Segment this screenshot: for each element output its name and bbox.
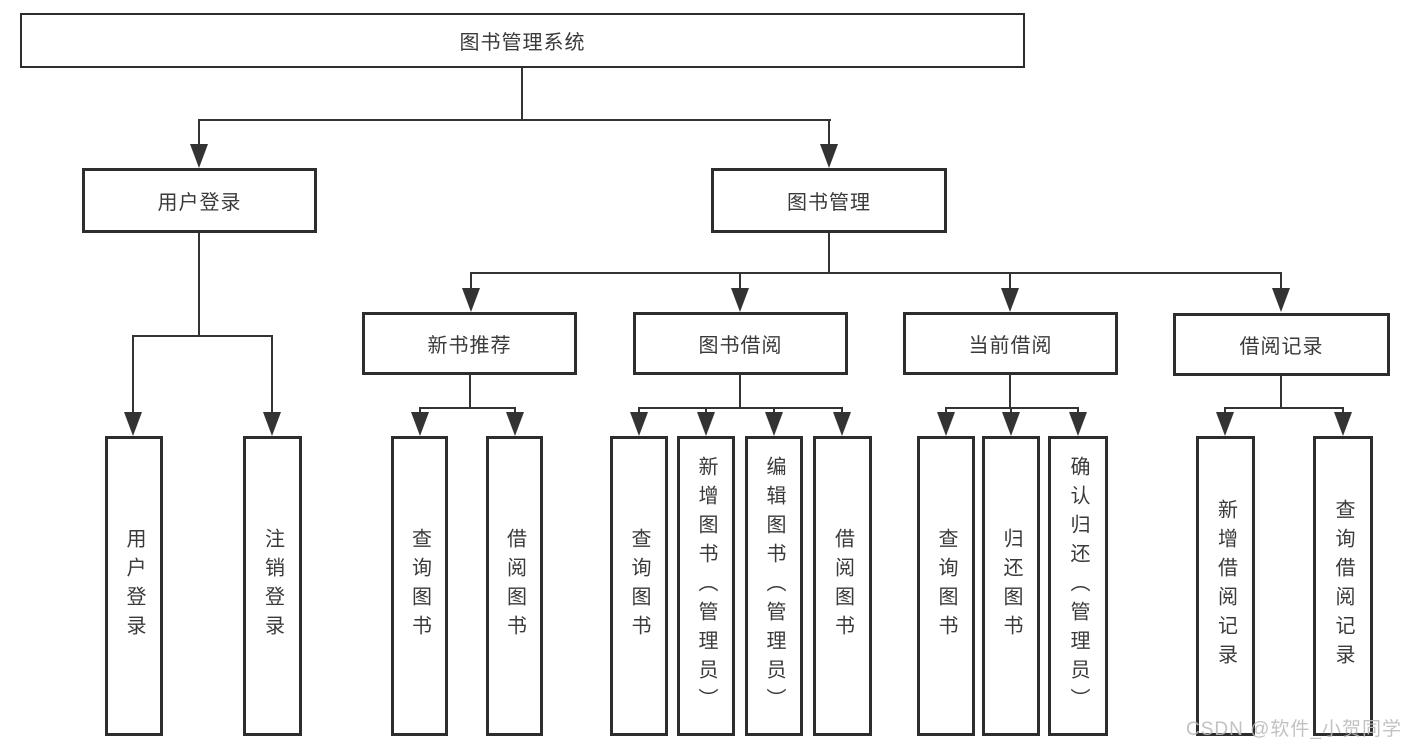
connector-stem	[773, 407, 775, 415]
connector-stem	[945, 407, 947, 415]
arrowhead-down	[697, 412, 715, 436]
connector-drop	[469, 373, 471, 409]
leaf-current-confirm-return-admin: 确认归还（管理员）	[1048, 436, 1108, 736]
connector-stem	[1224, 407, 1226, 415]
leaf-logout-label: 注销登录	[261, 528, 284, 644]
arrowhead-down	[124, 412, 142, 436]
node-user-login: 用户登录	[82, 168, 317, 233]
node-new-book-recommend-label: 新书推荐	[427, 335, 512, 357]
connector-drop	[739, 373, 741, 409]
connector-stem	[828, 119, 830, 147]
node-book-borrowing-label: 图书借阅	[698, 335, 783, 357]
connector-stem	[198, 119, 200, 147]
arrowhead-down	[937, 412, 955, 436]
connector-rail	[638, 407, 843, 409]
connector-level2-rail	[198, 119, 831, 121]
leaf-borrowing-edit-admin: 编辑图书（管理员）	[745, 436, 803, 736]
leaf-records-add-label: 新增借阅记录	[1214, 499, 1237, 673]
leaf-borrowing-add-admin: 新增图书（管理员）	[677, 436, 735, 736]
connector-stem	[514, 407, 516, 415]
connector-level3-rail	[470, 272, 1282, 274]
connector-stem	[1280, 272, 1282, 290]
arrowhead-down	[630, 412, 648, 436]
connector-rail	[945, 407, 1079, 409]
arrowhead-down	[820, 144, 838, 168]
arrowhead-down	[1272, 288, 1290, 312]
connector-stem	[705, 407, 707, 415]
arrowhead-down	[765, 412, 783, 436]
leaf-records-add: 新增借阅记录	[1196, 436, 1255, 736]
leaf-current-return: 归还图书	[982, 436, 1040, 736]
node-new-book-recommend: 新书推荐	[362, 312, 577, 375]
connector-drop	[1009, 373, 1011, 409]
leaf-newbooks-borrow-label: 借阅图书	[503, 528, 526, 644]
connector-stem	[739, 272, 741, 290]
node-book-borrowing: 图书借阅	[633, 312, 848, 375]
connector-stem	[841, 407, 843, 415]
leaf-borrowing-query: 查询图书	[610, 436, 668, 736]
arrowhead-down	[833, 412, 851, 436]
node-system-root-label: 图书管理系统	[459, 32, 586, 54]
arrowhead-down	[731, 288, 749, 312]
arrowhead-down	[1216, 412, 1234, 436]
connector-drop	[1280, 374, 1282, 409]
leaf-current-return-label: 归还图书	[1000, 528, 1022, 644]
node-borrow-records: 借阅记录	[1173, 313, 1390, 376]
leaf-logout: 注销登录	[243, 436, 302, 736]
connector-book-mgmt-drop	[828, 231, 830, 274]
arrowhead-down	[190, 144, 208, 168]
connector-stem	[132, 335, 134, 414]
connector-rail	[419, 407, 516, 409]
leaf-current-confirm-return-admin-label: 确认归还（管理员）	[1067, 455, 1089, 717]
arrowhead-down	[1069, 412, 1087, 436]
connector-stem	[271, 335, 273, 414]
connector-stem	[419, 407, 421, 415]
arrowhead-down	[263, 412, 281, 436]
arrowhead-down	[1001, 288, 1019, 312]
node-borrow-records-label: 借阅记录	[1239, 336, 1324, 358]
leaf-newbooks-query-label: 查询图书	[408, 528, 431, 644]
csdn-watermark: CSDN @软件_小贺同学	[1186, 719, 1402, 740]
leaf-records-query: 查询借阅记录	[1313, 436, 1373, 736]
node-system-root: 图书管理系统	[20, 13, 1025, 68]
connector-rail	[1224, 407, 1343, 409]
leaf-borrowing-edit-admin-label: 编辑图书（管理员）	[763, 455, 785, 717]
arrowhead-down	[462, 288, 480, 312]
connector-stem	[1010, 407, 1012, 415]
node-book-management: 图书管理	[711, 168, 947, 233]
arrowhead-down	[506, 412, 524, 436]
connector-stem	[1342, 407, 1344, 415]
leaf-borrowing-borrow-label: 借阅图书	[831, 528, 854, 644]
node-book-management-label: 图书管理	[787, 192, 871, 214]
leaf-records-query-label: 查询借阅记录	[1332, 499, 1354, 673]
arrowhead-down	[411, 412, 429, 436]
connector-stem	[1077, 407, 1079, 415]
connector-stem	[1009, 272, 1011, 290]
leaf-newbooks-borrow: 借阅图书	[486, 436, 543, 736]
arrowhead-down	[1002, 412, 1020, 436]
connector-user-login-drop	[198, 231, 200, 337]
node-user-login-label: 用户登录	[157, 192, 242, 214]
leaf-user-login-label: 用户登录	[123, 528, 145, 644]
node-current-borrowing: 当前借阅	[903, 312, 1118, 375]
leaf-current-query: 查询图书	[917, 436, 975, 736]
arrowhead-down	[1334, 412, 1352, 436]
connector-root-drop	[521, 66, 523, 121]
leaf-borrowing-borrow: 借阅图书	[813, 436, 872, 736]
connector-stem	[470, 272, 472, 290]
connector-user-login-rail	[132, 335, 273, 337]
leaf-borrowing-query-label: 查询图书	[628, 528, 650, 644]
connector-stem	[638, 407, 640, 415]
leaf-borrowing-add-admin-label: 新增图书（管理员）	[695, 455, 717, 717]
leaf-current-query-label: 查询图书	[935, 528, 957, 644]
node-current-borrowing-label: 当前借阅	[968, 335, 1053, 357]
leaf-user-login: 用户登录	[105, 436, 163, 736]
leaf-newbooks-query: 查询图书	[391, 436, 448, 736]
